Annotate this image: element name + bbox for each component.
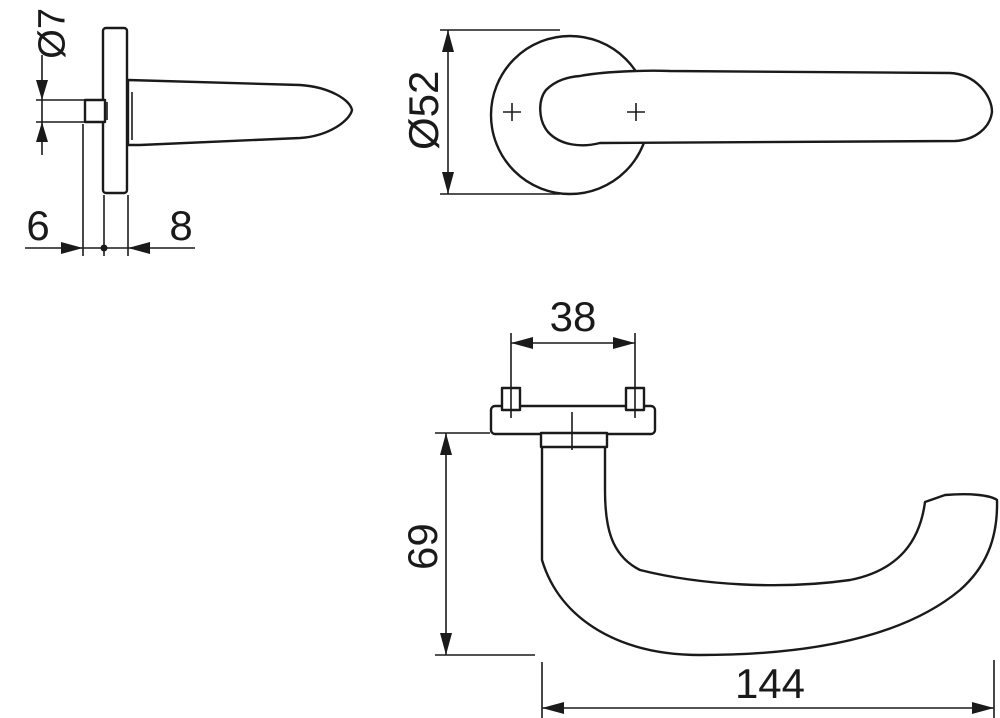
rose-offset-right-label: 8 [169,202,192,249]
spindle-diameter-label: Ø7 [31,8,73,59]
elevation-view-neck [539,431,609,449]
side-view: Ø7 6 8 [25,8,354,256]
rose-offset-left-label: 6 [26,202,49,249]
front-view-fixing-left-icon [503,103,521,121]
fixing-distance-label: 38 [550,293,597,340]
side-view-spindle [83,98,107,124]
elevation-view: 38 69 144 [399,293,999,718]
lever-length-label: 144 [735,660,805,707]
lever-height-label: 69 [399,523,446,570]
front-view-fixing-right-icon [627,103,645,121]
rose-diameter-label: Ø52 [400,71,447,150]
front-view: Ø52 [400,29,994,196]
elevation-view-lever [540,430,999,657]
front-view-lever [539,69,994,147]
side-view-lever [126,78,354,147]
